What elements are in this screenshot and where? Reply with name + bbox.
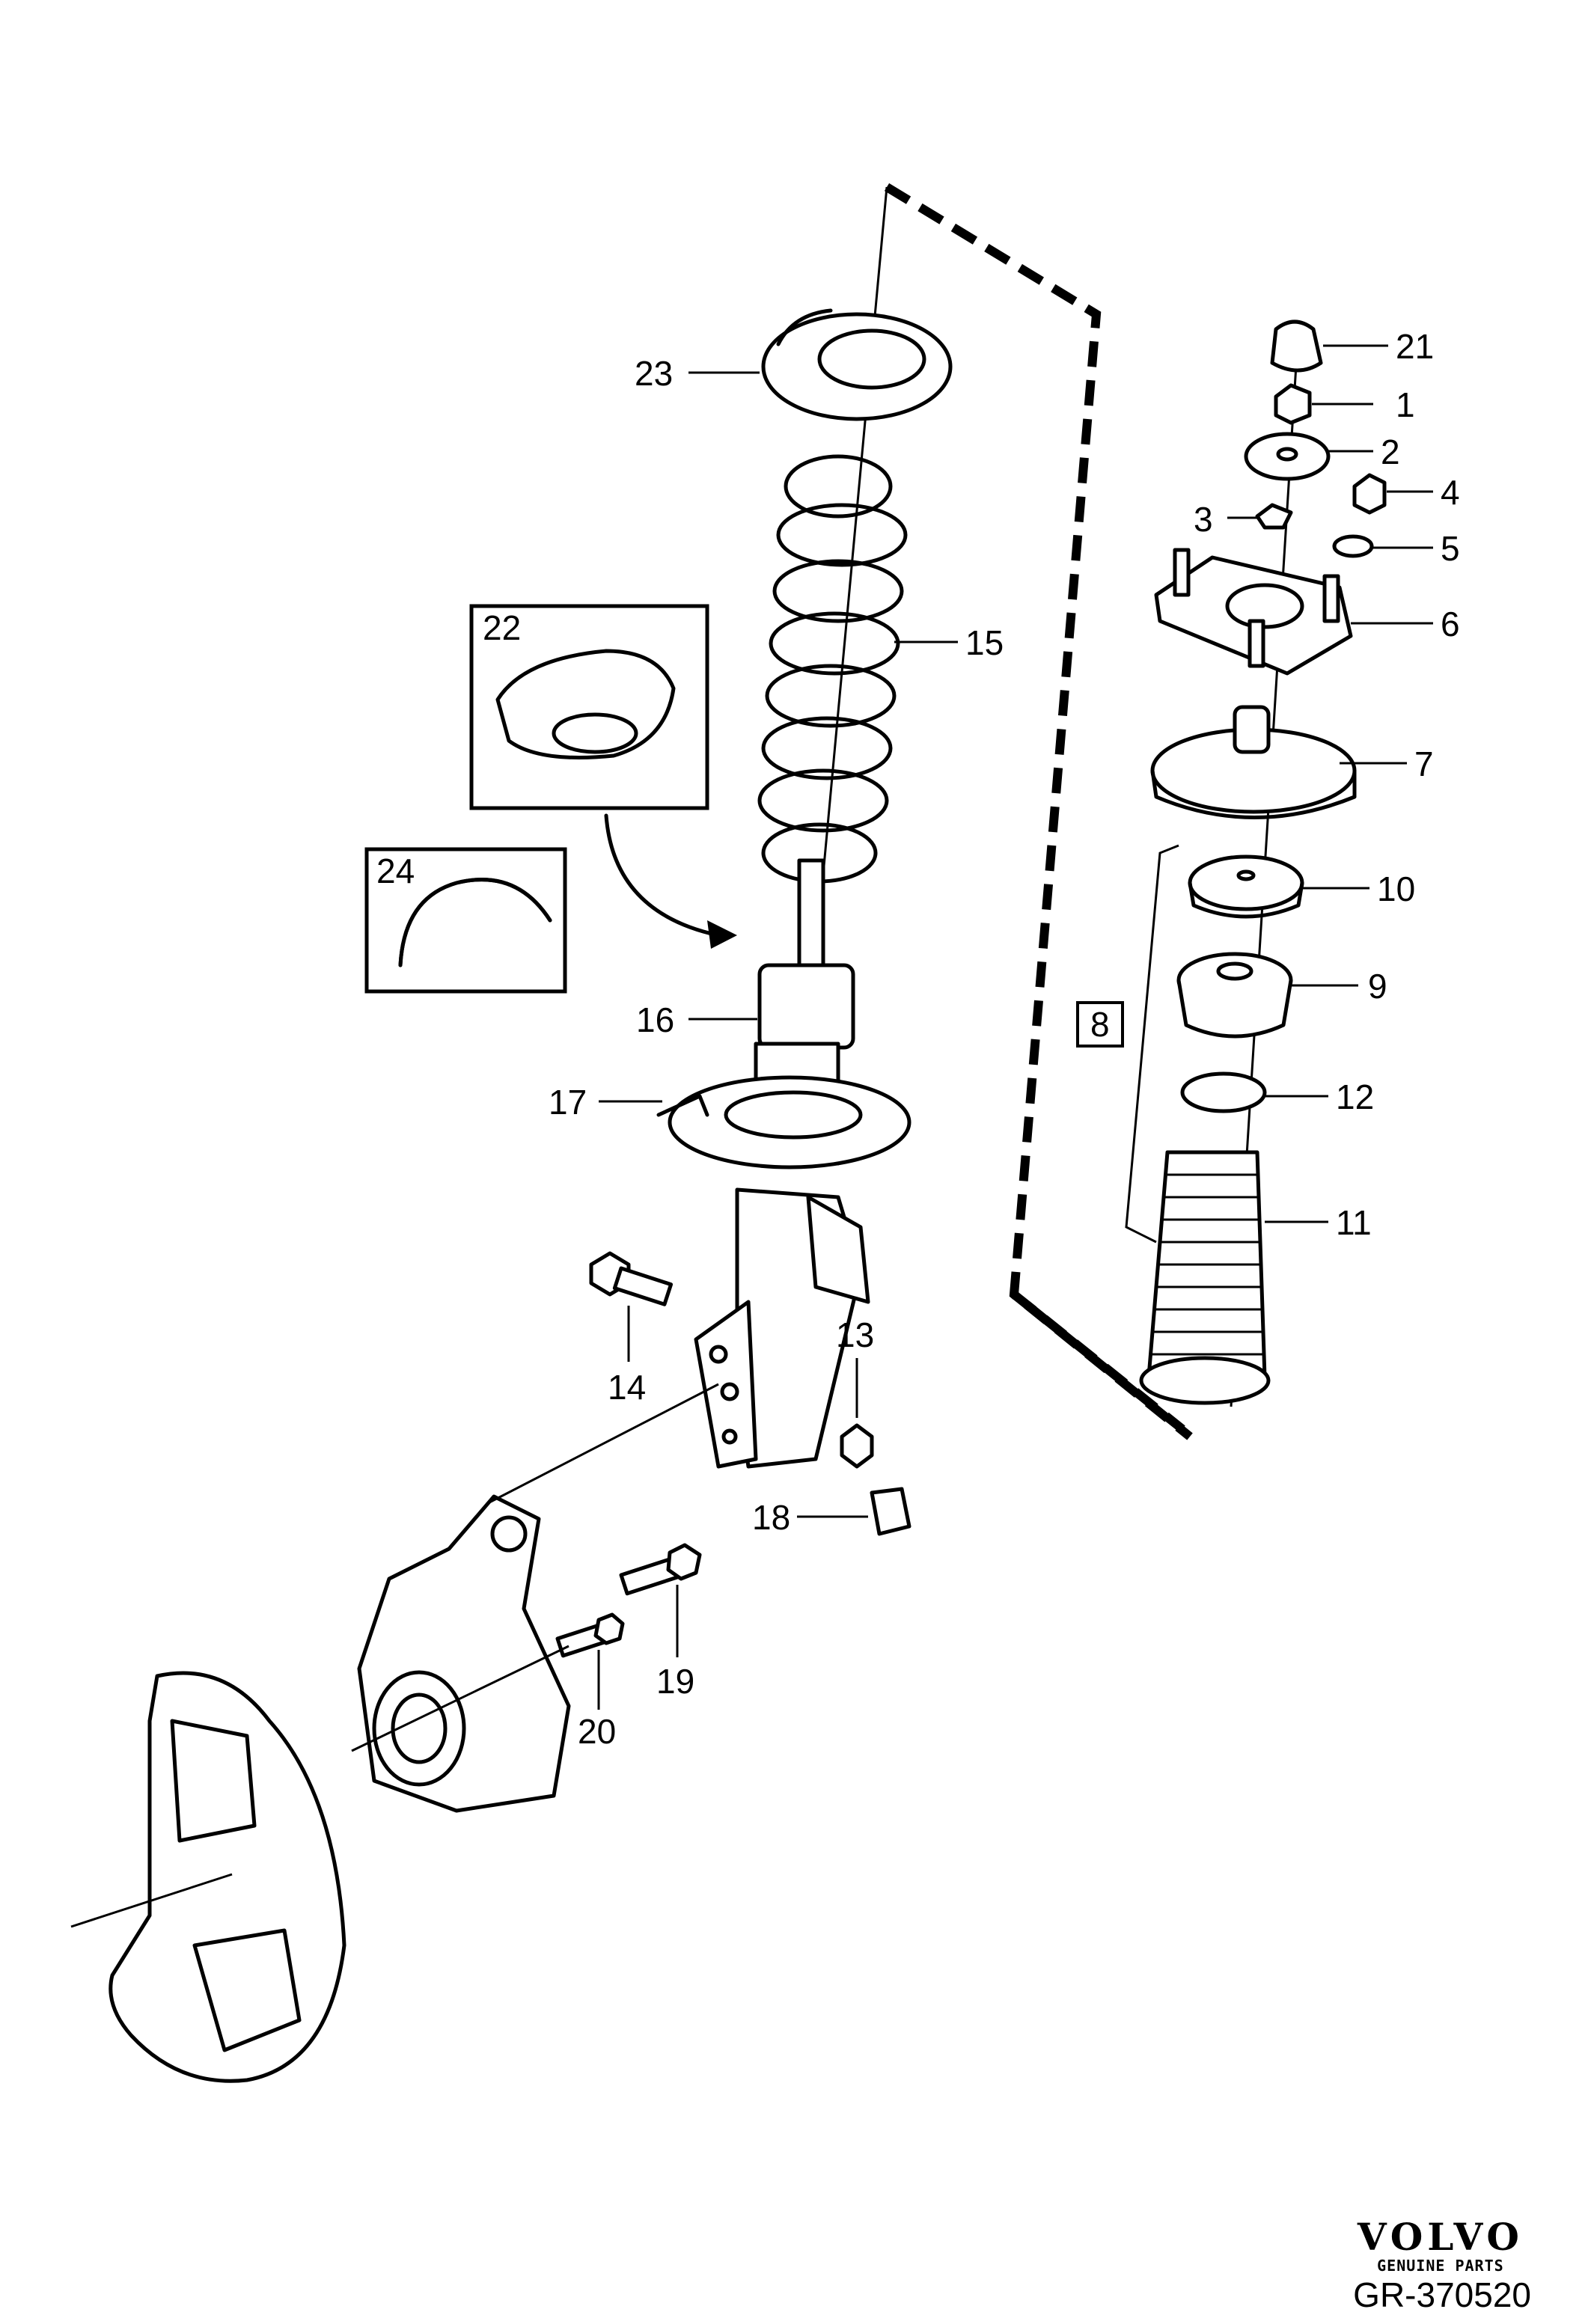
coil-spring <box>757 454 908 884</box>
retainer-clip <box>1255 503 1293 530</box>
callout-14: 14 <box>608 1368 646 1407</box>
callout-24: 24 <box>376 851 415 890</box>
volvo-logo: VOLVO GENUINE PARTS <box>1358 2218 1524 2275</box>
strut-bolt <box>589 1251 674 1306</box>
brand-name: VOLVO <box>1357 2215 1524 2259</box>
callout-12: 12 <box>1336 1077 1374 1116</box>
knuckle-axis <box>486 1383 719 1505</box>
callout-leaders <box>597 344 1433 1710</box>
callout-4: 4 <box>1441 473 1460 512</box>
sealing-ring <box>1180 1071 1267 1113</box>
callout-20: 20 <box>578 1712 616 1751</box>
callout-5: 5 <box>1441 529 1460 568</box>
top-cap <box>1270 319 1323 373</box>
top-nut <box>1274 383 1312 425</box>
callout-17: 17 <box>549 1083 587 1122</box>
callout-8-box <box>1076 1001 1124 1048</box>
dust-boot <box>1139 1150 1271 1405</box>
callout-7: 7 <box>1414 744 1434 783</box>
knuckle-bolt-20 <box>555 1612 625 1658</box>
mount-washer <box>1332 534 1374 558</box>
strut-body <box>668 858 911 1469</box>
upper-spring-seat <box>761 308 953 421</box>
inset-arrowhead <box>707 920 737 949</box>
retaining-clip <box>870 1487 911 1536</box>
assembly-dashed-frame-bottom <box>1011 1291 1185 1433</box>
callout-16: 16 <box>636 1000 674 1039</box>
steering-knuckle <box>357 1494 571 1813</box>
top-mount <box>1154 548 1353 676</box>
callout-10: 10 <box>1377 869 1415 908</box>
callout-2: 2 <box>1381 432 1400 471</box>
inset-spring-seat <box>469 604 709 810</box>
drawing-code: GR-370520 <box>1353 2275 1531 2314</box>
group-8-bracket <box>1125 844 1179 1244</box>
mount-nut <box>1352 473 1387 515</box>
inset-arrow <box>604 813 721 938</box>
inset-shim <box>364 847 567 994</box>
bearing-lower-seat <box>1188 854 1304 919</box>
strut-nut <box>840 1423 874 1469</box>
knuckle-bolt-19 <box>619 1543 702 1596</box>
spring-plate-tab <box>656 1094 709 1117</box>
callout-15: 15 <box>965 623 1004 662</box>
callout-19: 19 <box>656 1662 694 1701</box>
callout-labels: 1 2 3 4 5 6 7 8 9 10 11 12 13 14 15 16 1… <box>376 327 1460 1751</box>
callout-21: 21 <box>1396 327 1434 366</box>
brand-tagline: GENUINE PARTS <box>1377 2257 1504 2275</box>
brake-splash-shield <box>70 1671 346 2083</box>
strut-bearing <box>1150 705 1357 819</box>
callout-1: 1 <box>1396 385 1415 424</box>
callout-8: 8 <box>1090 1005 1110 1044</box>
callout-9: 9 <box>1368 967 1387 1006</box>
callout-23: 23 <box>635 354 673 393</box>
callout-18: 18 <box>752 1498 790 1537</box>
bump-stop <box>1176 952 1293 1039</box>
callout-22: 22 <box>483 608 521 647</box>
top-washer <box>1244 432 1331 481</box>
callout-3: 3 <box>1194 500 1213 539</box>
callout-13: 13 <box>836 1315 874 1354</box>
callout-6: 6 <box>1441 605 1460 643</box>
callout-11: 11 <box>1336 1203 1372 1242</box>
hub-axis <box>351 1645 569 1752</box>
assembly-dashed-frame <box>884 183 1193 1440</box>
